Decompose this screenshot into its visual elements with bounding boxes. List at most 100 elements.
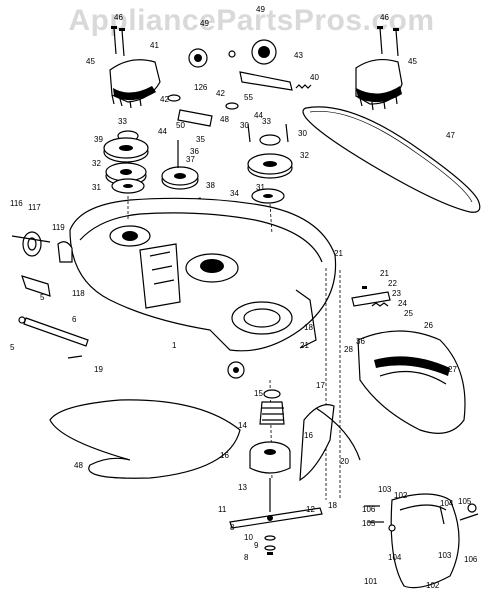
callout-45: 45 xyxy=(86,57,95,66)
callout-24: 24 xyxy=(398,299,407,308)
callout-103: 103 xyxy=(438,551,452,560)
chute-bracket xyxy=(351,286,391,307)
callout-31: 31 xyxy=(92,183,101,192)
pulley-stack-right xyxy=(247,123,293,204)
washer-42a xyxy=(167,94,181,102)
callout-41: 41 xyxy=(150,41,159,50)
callout-21: 21 xyxy=(300,341,309,350)
callout-8: 8 xyxy=(244,553,249,562)
callout-16: 16 xyxy=(220,451,229,460)
callout-126: 126 xyxy=(194,83,208,92)
callout-118: 118 xyxy=(72,289,85,298)
callout-35: 35 xyxy=(196,135,205,144)
callout-104: 104 xyxy=(388,553,402,562)
callout-5: 5 xyxy=(10,343,15,352)
callout-10: 10 xyxy=(244,533,253,542)
callout-25: 25 xyxy=(404,309,413,318)
discharge-chute-27 xyxy=(357,330,466,434)
callout-43: 43 xyxy=(294,51,303,60)
callout-21: 21 xyxy=(334,249,343,258)
callout-103: 103 xyxy=(378,485,392,494)
spindle-assembly xyxy=(249,389,291,474)
callout-6: 6 xyxy=(72,315,77,324)
callout-19: 19 xyxy=(94,365,103,374)
washer-42b xyxy=(225,102,239,110)
callout-49: 49 xyxy=(256,5,265,14)
callout-33: 33 xyxy=(262,117,271,126)
callout-48: 48 xyxy=(220,115,229,124)
mulch-plate-101 xyxy=(390,493,460,589)
callout-27: 27 xyxy=(448,365,457,374)
callout-33: 33 xyxy=(118,117,127,126)
callout-49: 49 xyxy=(200,19,209,28)
callout-37: 37 xyxy=(186,155,195,164)
callout-13: 13 xyxy=(238,483,247,492)
callout-50: 50 xyxy=(176,121,185,130)
callout-39: 39 xyxy=(94,135,103,144)
callout-44: 44 xyxy=(254,111,263,120)
callout-116: 116 xyxy=(10,199,23,208)
callout-104: 104 xyxy=(440,499,454,508)
callout-36: 36 xyxy=(190,147,199,156)
deck-hanger-5 xyxy=(18,275,89,347)
bolts-46-left xyxy=(111,26,125,57)
callout-46: 46 xyxy=(114,13,123,22)
callout-42: 42 xyxy=(216,89,225,98)
callout-18: 18 xyxy=(328,501,337,510)
callout-30: 30 xyxy=(298,129,307,138)
callout-106: 106 xyxy=(464,555,478,564)
idler-arm-43 xyxy=(188,39,293,91)
baffle-18 xyxy=(299,404,335,482)
bolt-19 xyxy=(67,355,83,359)
callout-8: 8 xyxy=(230,523,235,532)
belt-cover-right xyxy=(355,58,403,111)
callout-11: 11 xyxy=(218,505,227,514)
callout-44: 44 xyxy=(158,127,167,136)
callout-48: 48 xyxy=(74,461,83,470)
callout-47: 47 xyxy=(446,131,455,140)
callout-102: 102 xyxy=(394,491,408,500)
callout-12: 12 xyxy=(306,505,315,514)
bracket-126 xyxy=(177,109,213,127)
callout-22: 22 xyxy=(388,279,397,288)
belt-cover-left xyxy=(109,59,161,109)
bolts-46-right xyxy=(377,26,399,57)
callout-28: 28 xyxy=(344,345,353,354)
callout-38: 38 xyxy=(206,181,215,190)
callout-106: 106 xyxy=(362,505,376,514)
callout-105: 105 xyxy=(362,519,376,528)
spring-40 xyxy=(295,84,312,89)
pulley-stack-left xyxy=(103,130,149,194)
callout-23: 23 xyxy=(392,289,401,298)
callout-42: 42 xyxy=(160,95,169,104)
callout-101: 101 xyxy=(364,577,378,586)
pulley-center-37 xyxy=(161,140,199,190)
mower-deck-housing xyxy=(57,197,337,379)
blade-and-shaft xyxy=(229,478,323,555)
callout-14: 14 xyxy=(238,421,247,430)
callout-5: 5 xyxy=(40,293,45,302)
callout-45: 45 xyxy=(408,57,417,66)
part-callouts: 4649494641451264242434045334450485544353… xyxy=(10,5,478,590)
callout-34: 34 xyxy=(230,189,239,198)
callout-31: 31 xyxy=(256,183,265,192)
callout-46: 46 xyxy=(380,13,389,22)
mulch-hardware xyxy=(364,503,479,532)
callout-15: 15 xyxy=(254,389,263,398)
callout-26: 26 xyxy=(424,321,433,330)
callout-105: 105 xyxy=(458,497,472,506)
callout-119: 119 xyxy=(52,223,65,232)
callout-16: 16 xyxy=(304,431,313,440)
belt-47 xyxy=(302,106,481,213)
callout-9: 9 xyxy=(254,541,259,550)
deck-belt-48 xyxy=(49,399,241,479)
callout-30: 30 xyxy=(240,121,249,130)
callout-55: 55 xyxy=(244,93,253,102)
callout-32: 32 xyxy=(92,159,101,168)
callout-36: 36 xyxy=(356,337,365,346)
bolt-116 xyxy=(11,235,51,243)
callout-17: 17 xyxy=(316,381,325,390)
callout-21: 21 xyxy=(380,269,389,278)
callout-1: 1 xyxy=(172,341,177,350)
